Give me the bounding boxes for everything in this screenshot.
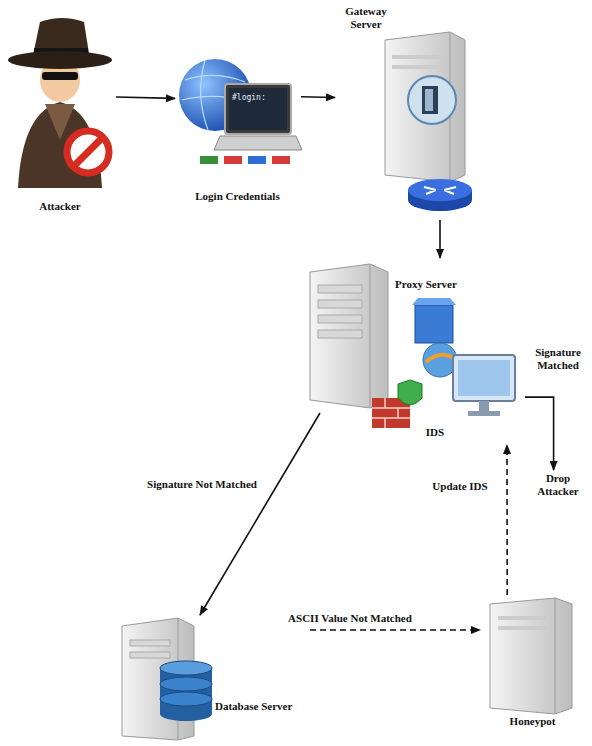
dashed-arrow — [506, 445, 508, 595]
node-label: Gateway Server — [338, 5, 394, 30]
gateway-server-icon — [385, 32, 472, 211]
arrow — [200, 413, 320, 615]
icon-node: Honeypot — [480, 595, 586, 735]
proxy-server-icon — [310, 264, 388, 408]
honeypot-server-icon — [490, 598, 572, 714]
node-label: Attacker — [5, 200, 115, 213]
node-label: Drop Attacker — [528, 472, 588, 497]
icon-node: Login Credentials — [175, 55, 301, 210]
node-label: Honeypot — [480, 715, 585, 728]
arrow — [525, 397, 554, 470]
attacker-figure — [8, 18, 112, 188]
edge-label: Signature Matched — [527, 346, 589, 371]
icon-node: Attacker — [5, 15, 116, 220]
node-label: Login Credentials — [175, 190, 300, 203]
icon-node: Database Server — [115, 615, 310, 740]
database-server-icon — [122, 618, 212, 740]
arrow — [301, 96, 335, 98]
edge-label: ASCII Value Not Matched — [280, 612, 420, 625]
arrow — [439, 220, 441, 258]
icon-node: Proxy Server — [300, 258, 470, 413]
screen-text: #login: — [232, 93, 266, 102]
node-label: IDS — [420, 426, 450, 439]
icon-node: Gateway Server — [335, 5, 475, 220]
login-laptop — [179, 59, 302, 164]
dashed-arrow — [310, 629, 480, 631]
icon-node: IDS — [365, 300, 525, 445]
edge-label: Update IDS — [420, 480, 500, 493]
node-label: Database Server — [215, 700, 309, 713]
ids-icons — [372, 298, 515, 428]
arrow — [116, 97, 175, 98]
icon-node: Drop Attacker — [528, 470, 589, 506]
node-label: Proxy Server — [395, 278, 469, 291]
edge-label: Signature Not Matched — [136, 478, 268, 491]
